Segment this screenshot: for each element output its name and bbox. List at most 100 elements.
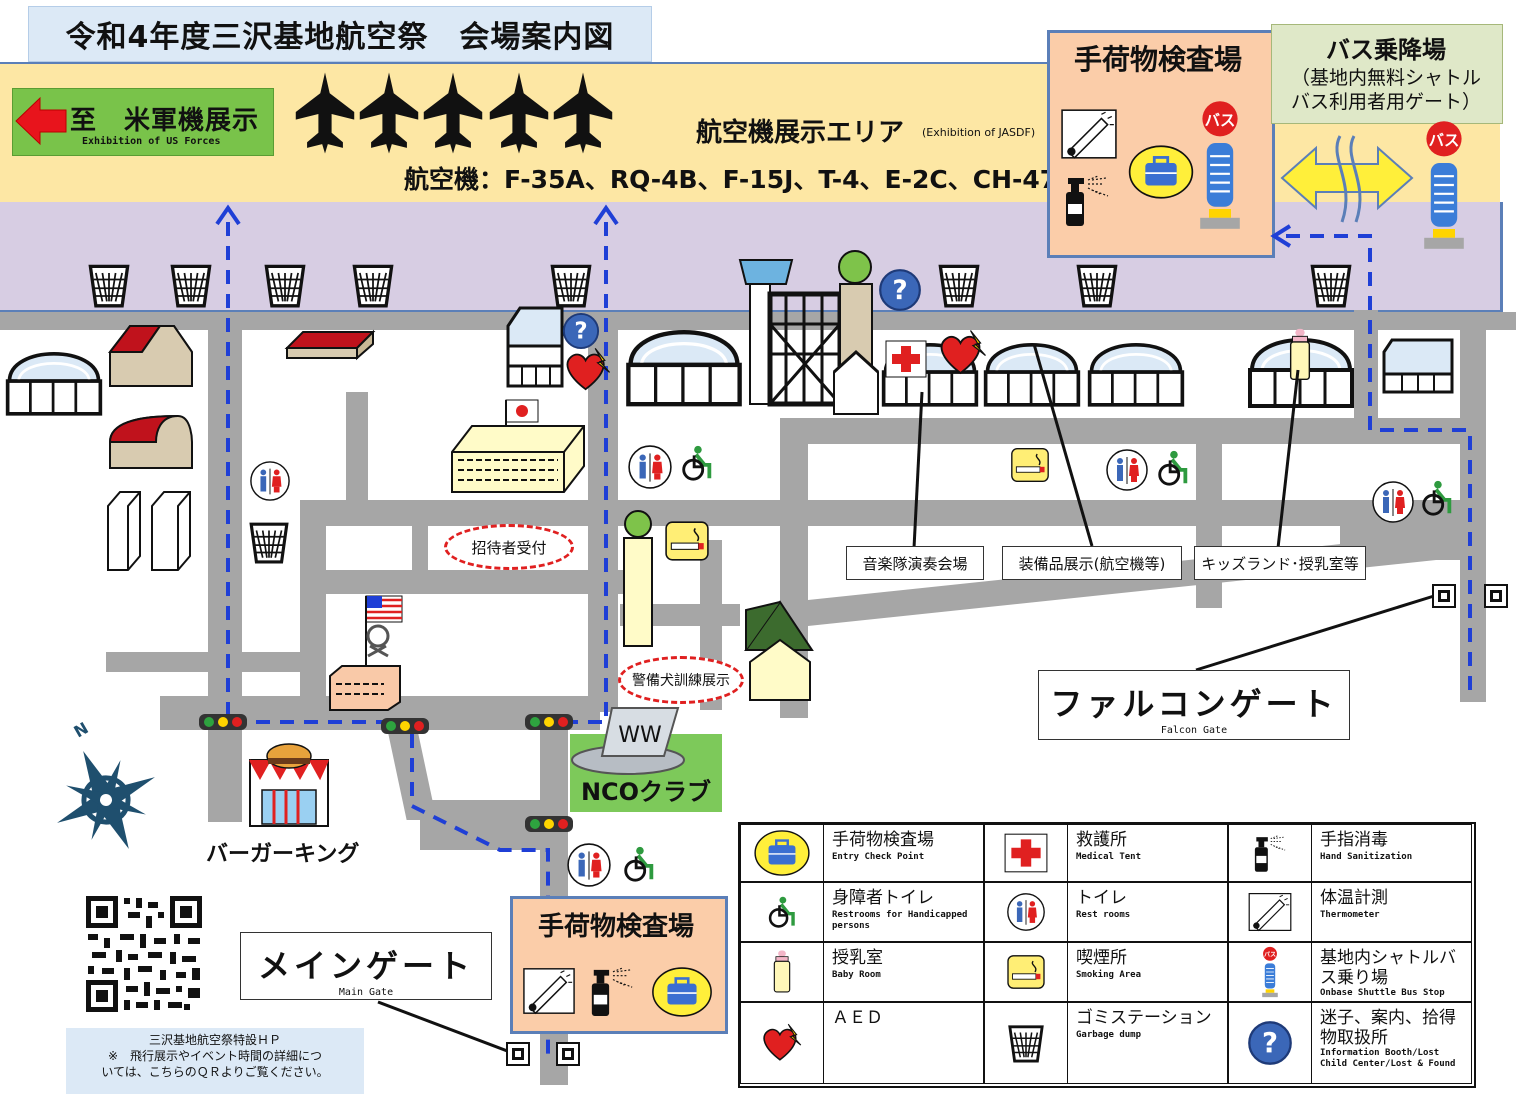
road-west — [208, 312, 242, 822]
bus-stop-desc: （基地内無料シャトルバス利用者用ゲート） — [1290, 67, 1481, 113]
wheelchair-icon[interactable] — [620, 844, 660, 886]
double-arrow-icon — [1280, 135, 1414, 223]
legend-icon-cell — [1228, 942, 1312, 1002]
bag-icon — [753, 829, 811, 877]
legend-item-sublabel: Medical Tent — [1076, 852, 1142, 862]
thermometer-icon — [1248, 892, 1292, 932]
legend-item-sublabel: Information Booth/Lost Child Center/Lost… — [1320, 1048, 1456, 1069]
nco-club-label: NCOクラブ — [580, 778, 712, 806]
reception-oval[interactable]: 招待者受付 — [444, 524, 574, 570]
dog-show-oval[interactable]: 警備犬訓練展示 — [618, 656, 744, 704]
equipment-display-label[interactable]: 装備品展示(航空機等) — [1002, 546, 1182, 580]
trash-icon — [1008, 1025, 1044, 1063]
legend-item-sublabel: Garbage dump — [1076, 1030, 1142, 1040]
legend-item-label: ＡＥＤ — [832, 1008, 883, 1028]
road-spur — [346, 392, 368, 502]
sanitizer-icon — [1254, 835, 1286, 873]
main-gate-sub: Main Gate — [338, 987, 394, 998]
medical-cross-icon — [1004, 833, 1048, 873]
smoking-icon[interactable] — [664, 520, 712, 564]
legend-icon-cell — [1228, 824, 1312, 882]
thermometer-icon — [523, 968, 575, 1014]
road-spur2 — [412, 526, 428, 574]
bus-stop-icon — [1261, 946, 1279, 998]
legend-item-sublabel: Entry Check Point — [832, 852, 925, 862]
info-icon — [1248, 1021, 1292, 1065]
homepage-note: 三沢基地航空祭特設ＨＰ ※ 飛行展示やイベント時間の詳細につ いては、こちらのＱ… — [66, 1028, 364, 1094]
legend-icon-cell — [1228, 882, 1312, 942]
red-arrow-icon — [15, 96, 67, 146]
road-far-east — [1354, 310, 1378, 430]
gate-posts-icon — [506, 1042, 580, 1066]
falcon-gate-label: ファルコンゲート — [1050, 685, 1338, 723]
legend-icon-cell — [740, 824, 824, 882]
burger-icon[interactable] — [246, 738, 332, 830]
smoking-icon — [1007, 955, 1045, 989]
road-far-east-2 — [1460, 312, 1486, 702]
band-venue-label[interactable]: 音楽隊演奏会場 — [846, 546, 984, 580]
aed-icon — [763, 1023, 802, 1061]
bus-stop-area[interactable] — [1271, 24, 1503, 124]
red-roof-quonset — [108, 414, 193, 469]
kidsland-label[interactable]: キッズランド･授乳室等 — [1194, 546, 1366, 580]
restroom-icon[interactable] — [564, 842, 616, 890]
legend-icon-cell — [984, 1002, 1068, 1084]
road-middle — [300, 500, 1460, 526]
us-flag-building — [329, 595, 403, 711]
nco-club-sign: WW — [571, 707, 685, 775]
legend-item-label: 授乳室 — [832, 948, 883, 968]
legend-item-label: 手指消毒 — [1320, 830, 1388, 850]
traffic-light-icon — [199, 714, 247, 730]
legend-item-label: ゴミステーション — [1076, 1008, 1212, 1028]
legend-icon-cell — [984, 882, 1068, 942]
legend-item-label: 喫煙所 — [1076, 948, 1127, 968]
burger-king-label: バーガーキング — [206, 842, 360, 867]
aircraft-list: 航空機：F-35A、RQ-4B、F-15J、T-4、E-2C、CH-47J等 — [404, 165, 1092, 194]
legend-item-sublabel: Restrooms for Handicapped persons — [832, 910, 968, 931]
small-building — [506, 306, 564, 388]
legend-item-sublabel: Rest rooms — [1076, 910, 1131, 920]
legend-item-label: 身障者トイレ — [832, 888, 934, 908]
green-roof-house — [744, 600, 814, 701]
restroom-icon — [1007, 893, 1045, 931]
small-house — [832, 349, 880, 415]
legend-item-label: 体温計測 — [1320, 888, 1388, 908]
qr-code-icon[interactable] — [84, 894, 204, 1014]
road-lower-mid — [326, 570, 626, 594]
legend-item-label: 手荷物検査場 — [832, 830, 934, 850]
bus-stop-title: バス乗降場 — [1326, 36, 1446, 64]
legend-item-label: 基地内シャトルバス乗り場 — [1320, 948, 1456, 988]
legend-item-label: 迷子、案内、拾得物取扱所 — [1320, 1008, 1456, 1048]
falcon-gate-box[interactable]: ファルコンゲート Falcon Gate — [1038, 670, 1350, 740]
legend-item-label: トイレ — [1076, 888, 1127, 908]
tall-pillar — [623, 510, 653, 647]
falcon-gate-sub: Falcon Gate — [1160, 725, 1228, 736]
page-title: 令和4年度三沢基地航空祭 会場案内図 — [28, 6, 652, 62]
nco-sign-text: WW — [618, 723, 662, 748]
road-west-lower — [106, 652, 306, 672]
legend-item-sublabel: Hand Sanitization — [1320, 852, 1413, 862]
traffic-light-icon — [525, 816, 573, 832]
balloon-icon — [838, 250, 872, 284]
legend-item-sublabel: Onbase Shuttle Bus Stop — [1320, 988, 1445, 998]
wheelchair-icon — [768, 894, 795, 929]
baby-bottle-icon — [773, 949, 791, 993]
legend-icon-cell — [984, 942, 1068, 1002]
legend-icon-cell — [984, 824, 1068, 882]
tall-buildings — [107, 491, 191, 571]
small-building-east — [1382, 338, 1454, 394]
inspection-area-bottom-title: 手荷物検査場 — [537, 912, 694, 942]
inspection-area-top-title: 手荷物検査場 — [1073, 43, 1242, 76]
legend-item-label: 救護所 — [1076, 830, 1127, 850]
main-gate-box[interactable]: メインゲート Main Gate — [240, 932, 492, 1000]
legend-icon-cell — [1228, 1002, 1312, 1084]
main-gate-label: メインゲート — [257, 947, 474, 985]
gate-posts-icon — [1432, 584, 1508, 608]
display-area-sub: (Exhibition of JASDF) — [922, 126, 1036, 139]
legend-item-sublabel: Baby Room — [832, 970, 881, 980]
legend-table — [738, 822, 1476, 1088]
legend-item-sublabel: Smoking Area — [1076, 970, 1142, 980]
legend-icon-cell — [740, 1002, 824, 1084]
compass-label: N — [71, 720, 92, 741]
compass-rose-icon: N — [57, 720, 155, 849]
